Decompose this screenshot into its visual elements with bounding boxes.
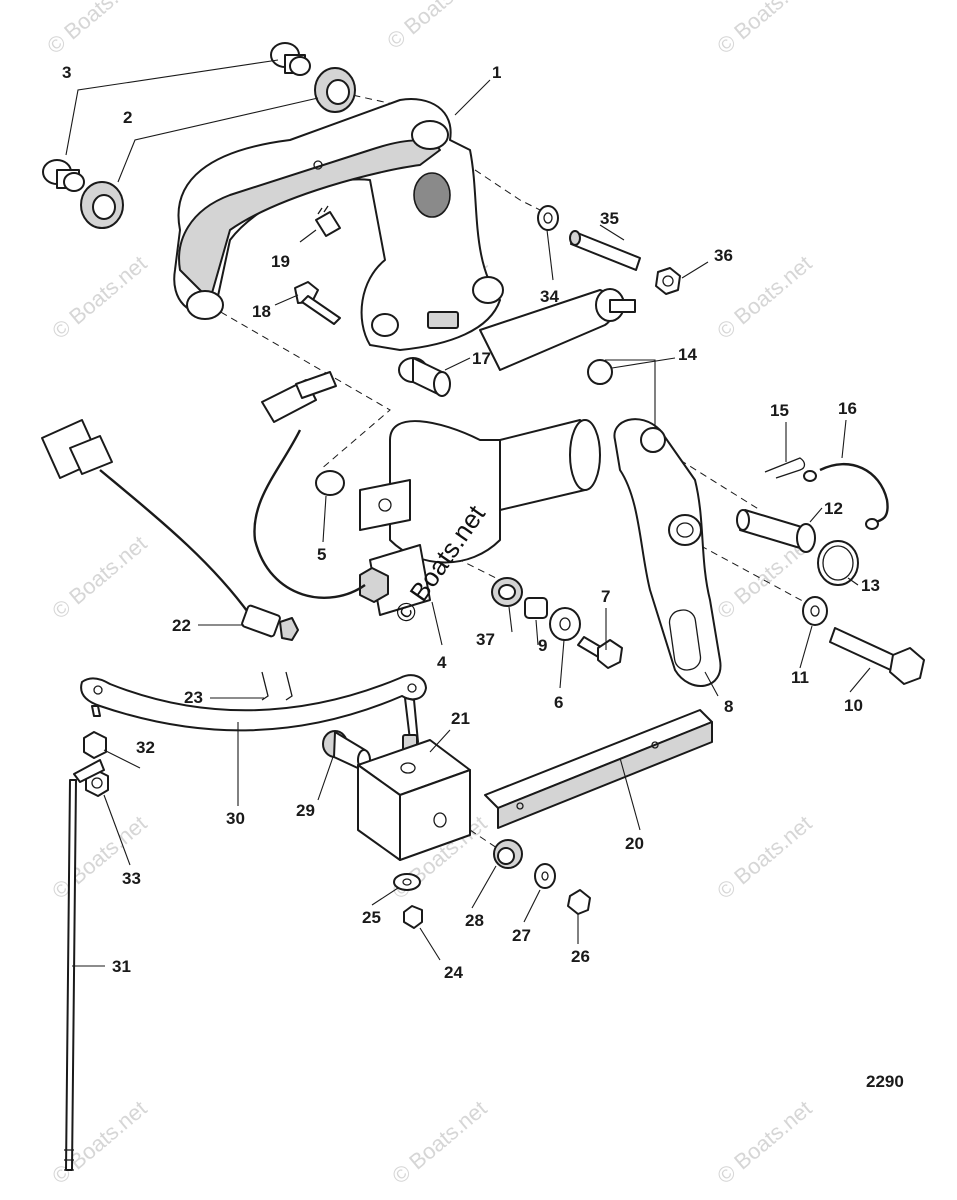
callout-19: 19 — [271, 252, 290, 271]
callout-28: 28 — [465, 911, 484, 930]
callout-27: 27 — [512, 926, 531, 945]
watermark: © Boats.net — [47, 251, 151, 344]
callout-12: 12 — [824, 499, 843, 518]
callout-34: 34 — [540, 287, 559, 306]
callout-29: 29 — [296, 801, 315, 820]
washer-25 — [393, 873, 421, 891]
washer-34 — [537, 205, 559, 231]
callout-labels: 1 2 3 4 5 6 7 8 9 10 11 12 13 14 15 16 1… — [62, 63, 880, 982]
grommet-upper — [314, 67, 356, 113]
pin-12 — [736, 509, 816, 553]
watermark: © Boats.net — [712, 0, 816, 59]
callout-36: 36 — [714, 246, 733, 265]
nut-24 — [403, 905, 423, 929]
shift-rod-31 — [64, 759, 105, 1171]
watermark: © Boats.net — [42, 0, 146, 59]
callout-26: 26 — [571, 947, 590, 966]
cable-16 — [803, 462, 889, 530]
callout-8: 8 — [724, 697, 733, 716]
washer-27 — [534, 863, 556, 889]
bushing-14-upper — [587, 359, 613, 385]
sensor-harness-22 — [41, 419, 299, 641]
bolt-7 — [577, 636, 623, 669]
watermark: © Boats.net — [47, 1096, 151, 1189]
callout-3: 3 — [62, 63, 71, 82]
watermark: © Boats.net — [47, 531, 151, 624]
callout-24: 24 — [444, 963, 463, 982]
callout-31: 31 — [112, 957, 131, 976]
callout-7: 7 — [601, 587, 610, 606]
clip-15 — [764, 457, 806, 479]
bushing-upper — [270, 42, 311, 76]
callout-33: 33 — [122, 869, 141, 888]
watermark: © Boats.net — [382, 0, 486, 54]
callout-21: 21 — [451, 709, 470, 728]
callout-9: 9 — [538, 636, 547, 655]
callout-16: 16 — [838, 399, 857, 418]
bushing-17 — [398, 357, 451, 397]
callout-20: 20 — [625, 834, 644, 853]
actuator-motor — [253, 288, 636, 616]
spacer-28 — [493, 839, 523, 869]
nut-36 — [655, 267, 681, 295]
washer-11 — [802, 596, 828, 626]
clips-23 — [261, 671, 293, 701]
bushing-5 — [315, 470, 345, 496]
callout-11: 11 — [791, 668, 809, 687]
callout-35: 35 — [600, 209, 619, 228]
callout-5: 5 — [317, 545, 326, 564]
mounting-bracket — [173, 98, 504, 351]
callout-6: 6 — [554, 693, 563, 712]
grommet-lower — [80, 181, 124, 229]
bushing-lower — [42, 159, 85, 192]
callout-2: 2 — [123, 108, 132, 127]
assembly-line — [199, 299, 391, 471]
bolt-10 — [829, 627, 925, 685]
retaining-ring-13 — [817, 540, 859, 586]
rail-20 — [484, 709, 713, 829]
callout-25: 25 — [362, 908, 381, 927]
callout-15: 15 — [770, 401, 789, 420]
watermark: © Boats.net — [387, 1096, 491, 1189]
assembly-line — [689, 539, 811, 606]
bushing-9 — [524, 597, 548, 619]
washer-37 — [491, 577, 523, 607]
callout-14: 14 — [678, 345, 697, 364]
watermark: © Boats.net — [47, 811, 151, 904]
watermark: © Boats.net — [712, 811, 816, 904]
bolt-26 — [567, 889, 591, 915]
callout-1: 1 — [492, 63, 501, 82]
callout-23: 23 — [184, 688, 203, 707]
callout-18: 18 — [252, 302, 271, 321]
bolt-18 — [294, 281, 341, 325]
callout-37: 37 — [476, 630, 495, 649]
callout-22: 22 — [172, 616, 191, 635]
leader-lines — [65, 59, 871, 967]
diagram-number: 2290 — [866, 1072, 904, 1091]
clip-19 — [315, 205, 341, 237]
callout-13: 13 — [861, 576, 880, 595]
block-21 — [357, 739, 471, 861]
callout-30: 30 — [226, 809, 245, 828]
bushing-14-lower — [640, 427, 666, 453]
watermark: © Boats.net — [712, 1096, 816, 1189]
washer-6 — [549, 607, 581, 641]
callout-10: 10 — [844, 696, 863, 715]
callout-17: 17 — [472, 349, 491, 368]
assembly-line — [679, 459, 761, 511]
shift-arm — [613, 418, 722, 687]
callout-32: 32 — [136, 738, 155, 757]
stud-35 — [569, 230, 641, 271]
callout-4: 4 — [437, 653, 447, 672]
nut-32 — [83, 731, 107, 759]
link-rod-30 — [80, 674, 427, 752]
